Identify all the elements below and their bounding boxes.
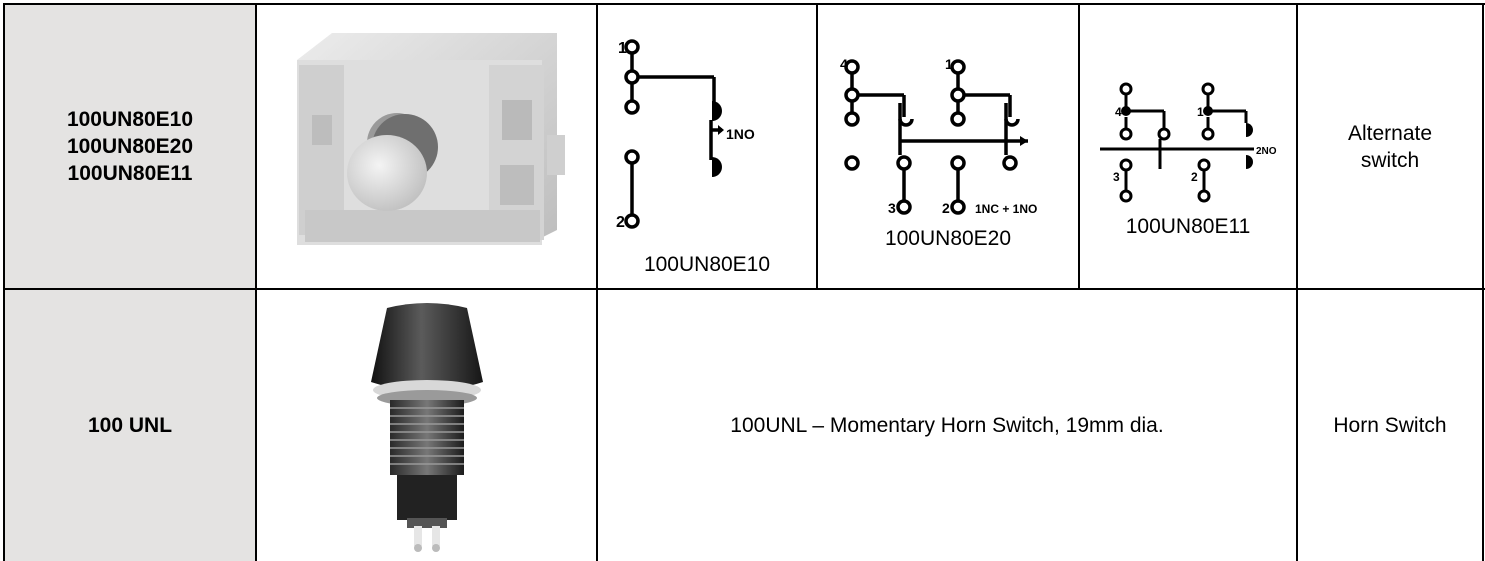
terminal-label: 1 [618,40,627,57]
diagram-caption: 100UN80E10 [643,253,771,276]
col-divider-1 [255,3,257,561]
col-divider-2 [596,3,598,561]
terminal-label: 2 [616,214,625,231]
table-border-top [3,3,1485,5]
model-number: 100UN80E10 [66,108,194,131]
terminal-label: 3 [1113,170,1120,184]
table-border-left [3,3,5,561]
terminal-label: 1 [945,56,953,72]
terminal-label: 2 [1191,170,1198,184]
model-number: 100UN80E11 [67,162,193,185]
contact-type-label: 2NO [1256,146,1277,157]
horn-switch-photo [371,303,483,552]
col-divider-3 [816,3,818,289]
contact-type-label: 1NO [726,126,755,142]
function-cell-row2: Horn Switch [1333,413,1447,437]
function-cell-row1: Alternate switch [1347,121,1433,172]
diagram-caption: 100UN80E20 [884,227,1012,250]
table-border-right [1482,3,1484,561]
contact-type-label: 1NC + 1NO [975,202,1037,216]
product-description: 100UNL – Momentary Horn Switch, 19mm dia… [730,413,1164,437]
wiring-diagram-1nc-1no: 4 1 3 2 1NC + 1NO [840,56,1037,216]
terminal-label: 2 [942,200,950,216]
terminal-label: 4 [1115,105,1122,119]
contact-block-photo [297,33,565,245]
model-cell-row1: 100UN80E10 100UN80E20 100UN80E11 [5,5,255,288]
col-divider-4 [1078,3,1080,289]
terminal-label: 1 [1197,105,1204,119]
model-cell-bg-2 [5,290,255,561]
terminal-label: 3 [888,200,896,216]
diagram-caption: 100UN80E11 [1125,215,1251,238]
col-divider-5 [1296,3,1298,561]
terminal-label: 4 [840,56,848,72]
wiring-diagram-1no: 1 2 1NO [616,39,755,231]
model-number: 100UN80E20 [66,135,194,158]
model-cell-row2: 100 UNL [87,414,173,437]
model-cell-bg-1 [5,5,255,288]
row-divider [3,288,1485,290]
wiring-diagram-2no: 4 1 3 2 2NO [1100,82,1277,203]
